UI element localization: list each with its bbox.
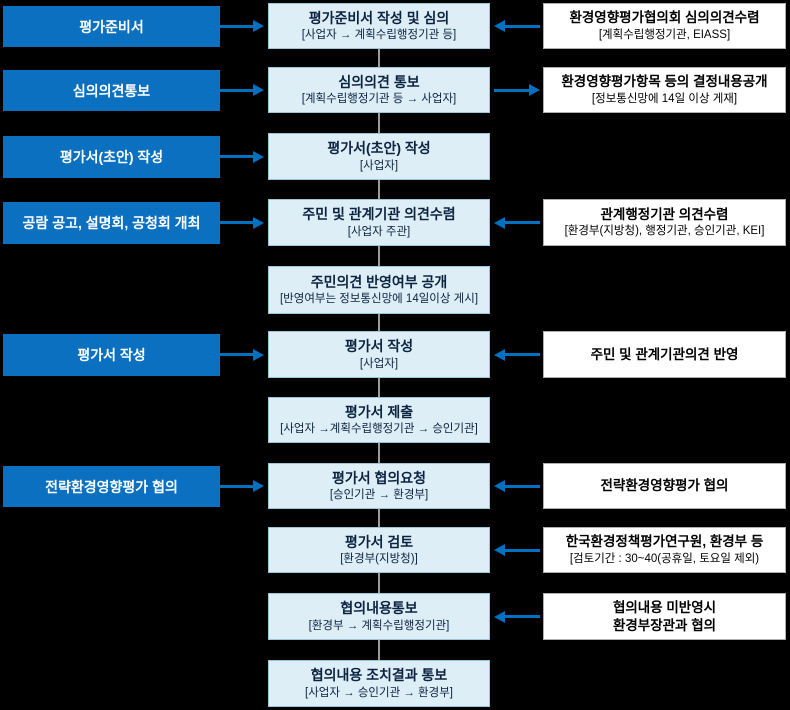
process-box: 협의내용통보 [환경부 → 계획수립행정기관] [268, 593, 490, 640]
stage-box: 평가서(초안) 작성 [3, 136, 220, 178]
stage-to-process-arrow-icon [220, 133, 264, 180]
side-box: 한국환경정책평가연구원, 환경부 등 [검토기간 : 30~40(공휴일, 토요… [543, 527, 786, 573]
stage-label: 평가서(초안) 작성 [59, 149, 164, 165]
flow-row: 협의내용통보 [환경부 → 계획수립행정기관] 협의내용 미반영시 환경부장관과… [0, 593, 790, 640]
process-box: 평가준비서 작성 및 심의 [사업자 → 계획수립행정기관 등] [268, 3, 490, 49]
process-title: 평가서(초안) 작성 [327, 140, 431, 157]
process-box: 협의내용 조치결과 통보 [사업자 → 승인기관 → 환경부] [268, 660, 490, 707]
process-box: 심의의견 통보 [계획수립행정기관 등 → 사업자] [268, 67, 490, 113]
process-title: 평가서 협의요청 [331, 469, 427, 486]
flow-row: 공람 공고, 설명회, 공청회 개최 주민 및 관계기관 의견수렴 [사업자 주… [0, 199, 790, 246]
side-box: 협의내용 미반영시 환경부장관과 협의 [543, 593, 786, 640]
process-box: 주민 및 관계기관 의견수렴 [사업자 주관] [268, 199, 490, 246]
flow-row: 평가서(초안) 작성 평가서(초안) 작성 [사업자] [0, 133, 790, 180]
process-detail: [사업자 →계획수립행정기관 → 승인기관] [280, 423, 478, 436]
process-detail: [사업자] [359, 159, 399, 172]
process-detail: [사업자] [359, 357, 399, 370]
flow-row: 전략환경영향평가 협의 평가서 협의요청 [승인기관 → 환경부] 전략환경영향… [0, 463, 790, 509]
side-to-process-arrow-icon [494, 3, 540, 49]
side-to-process-arrow-icon [494, 527, 540, 573]
flow-row: 심의의견통보 심의의견 통보 [계획수립행정기관 등 → 사업자] 환경영향평가… [0, 67, 790, 113]
process-title: 협의내용통보 [340, 600, 418, 617]
side-title: 주민 및 관계기관의견 반영 [590, 346, 739, 362]
stage-box: 평가서 작성 [3, 334, 220, 376]
process-detail: [사업자 → 계획수립행정기관 등] [301, 29, 457, 42]
side-box: 환경영향평가항목 등의 결정내용공개 [정보통신망에 14일 이상 게재] [543, 67, 786, 113]
side-title: 전략환경영향평가 협의 [600, 478, 729, 494]
process-title: 평가서 제출 [344, 403, 414, 420]
process-box: 평가서 제출 [사업자 →계획수립행정기관 → 승인기관] [268, 397, 490, 443]
stage-to-process-arrow-icon [220, 3, 264, 49]
stage-box: 공람 공고, 설명회, 공청회 개최 [3, 202, 220, 244]
process-detail: [계획수립행정기관 등 → 사업자] [301, 93, 457, 106]
process-detail: [승인기관 → 환경부] [329, 489, 429, 502]
side-detail: [정보통신망에 14일 이상 게재] [591, 92, 738, 105]
flow-row: 평가서 작성 평가서 작성 [사업자] 주민 및 관계기관의견 반영 [0, 331, 790, 378]
stage-label: 심의의견통보 [72, 82, 151, 99]
process-box: 평가서 협의요청 [승인기관 → 환경부] [268, 463, 490, 509]
side-detail: [환경부(지방청), 행정기관, 승인기관, KEI] [564, 225, 765, 238]
process-detail: [사업자 → 승인기관 → 환경부] [305, 686, 453, 699]
flow-row: 협의내용 조치결과 통보 [사업자 → 승인기관 → 환경부] [0, 660, 790, 707]
side-box: 관계행정기관 의견수렴 [환경부(지방청), 행정기관, 승인기관, KEI] [543, 199, 786, 246]
process-box: 평가서(초안) 작성 [사업자] [268, 133, 490, 180]
process-detail: [반영여부는 정보통신망에 14일이상 게시] [279, 293, 479, 306]
side-detail: [계획수립행정기관, EIASS] [598, 28, 731, 41]
side-title-line2: 환경부장관과 협의 [612, 617, 717, 633]
side-to-process-arrow-icon [494, 199, 540, 246]
flow-row: 평가서 제출 [사업자 →계획수립행정기관 → 승인기관] [0, 397, 790, 443]
side-title: 관계행정기관 의견수렴 [600, 206, 729, 222]
side-to-process-arrow-icon [494, 463, 540, 509]
side-to-process-arrow-icon [494, 331, 540, 378]
flow-row: 평가준비서 평가준비서 작성 및 심의 [사업자 → 계획수립행정기관 등] 환… [0, 3, 790, 49]
process-box: 주민의견 반영여부 공개 [반영여부는 정보통신망에 14일이상 게시] [268, 266, 490, 314]
side-title: 환경영향평가협의회 심의의견수렴 [569, 10, 760, 26]
side-box: 전략환경영향평가 협의 [543, 463, 786, 509]
process-title: 심의의견 통보 [338, 73, 420, 90]
process-to-side-arrow-icon [494, 67, 540, 113]
stage-box: 평가준비서 [3, 6, 220, 47]
stage-to-process-arrow-icon [220, 331, 264, 378]
stage-label: 평가서 작성 [77, 347, 146, 363]
process-title: 주민의견 반영여부 공개 [310, 273, 448, 290]
stage-box: 전략환경영향평가 협의 [3, 466, 220, 507]
process-title: 평가서 검토 [344, 533, 414, 550]
side-to-process-arrow-icon [494, 593, 540, 640]
process-title: 주민 및 관계기관 의견수렴 [302, 206, 456, 223]
stage-to-process-arrow-icon [220, 199, 264, 246]
side-title: 환경영향평가항목 등의 결정내용공개 [561, 74, 768, 90]
process-detail: [환경부(지방청)] [340, 553, 418, 566]
stage-label: 공람 공고, 설명회, 공청회 개최 [22, 215, 201, 231]
stage-to-process-arrow-icon [220, 463, 264, 509]
process-title: 평가서 작성 [344, 338, 414, 355]
process-box: 평가서 검토 [환경부(지방청)] [268, 527, 490, 573]
flow-row: 평가서 검토 [환경부(지방청)] 한국환경정책평가연구원, 환경부 등 [검토… [0, 527, 790, 573]
side-box: 주민 및 관계기관의견 반영 [543, 331, 786, 378]
process-title: 협의내용 조치결과 통보 [310, 667, 448, 684]
side-title: 협의내용 미반영시 [612, 599, 717, 615]
stage-label: 평가준비서 [79, 18, 144, 35]
process-box: 평가서 작성 [사업자] [268, 331, 490, 378]
flow-row: 주민의견 반영여부 공개 [반영여부는 정보통신망에 14일이상 게시] [0, 266, 790, 314]
stage-to-process-arrow-icon [220, 67, 264, 113]
side-detail: [검토기간 : 30~40(공휴일, 토요일 제외) [569, 552, 760, 565]
stage-box: 심의의견통보 [3, 70, 220, 111]
process-detail: [환경부 → 계획수립행정기관] [308, 619, 450, 632]
side-title: 한국환경정책평가연구원, 환경부 등 [565, 534, 764, 550]
process-detail: [사업자 주관] [347, 225, 411, 238]
side-box: 환경영향평가협의회 심의의견수렴 [계획수립행정기관, EIASS] [543, 3, 786, 49]
process-title: 평가준비서 작성 및 심의 [308, 9, 450, 26]
stage-label: 전략환경영향평가 협의 [45, 478, 178, 495]
